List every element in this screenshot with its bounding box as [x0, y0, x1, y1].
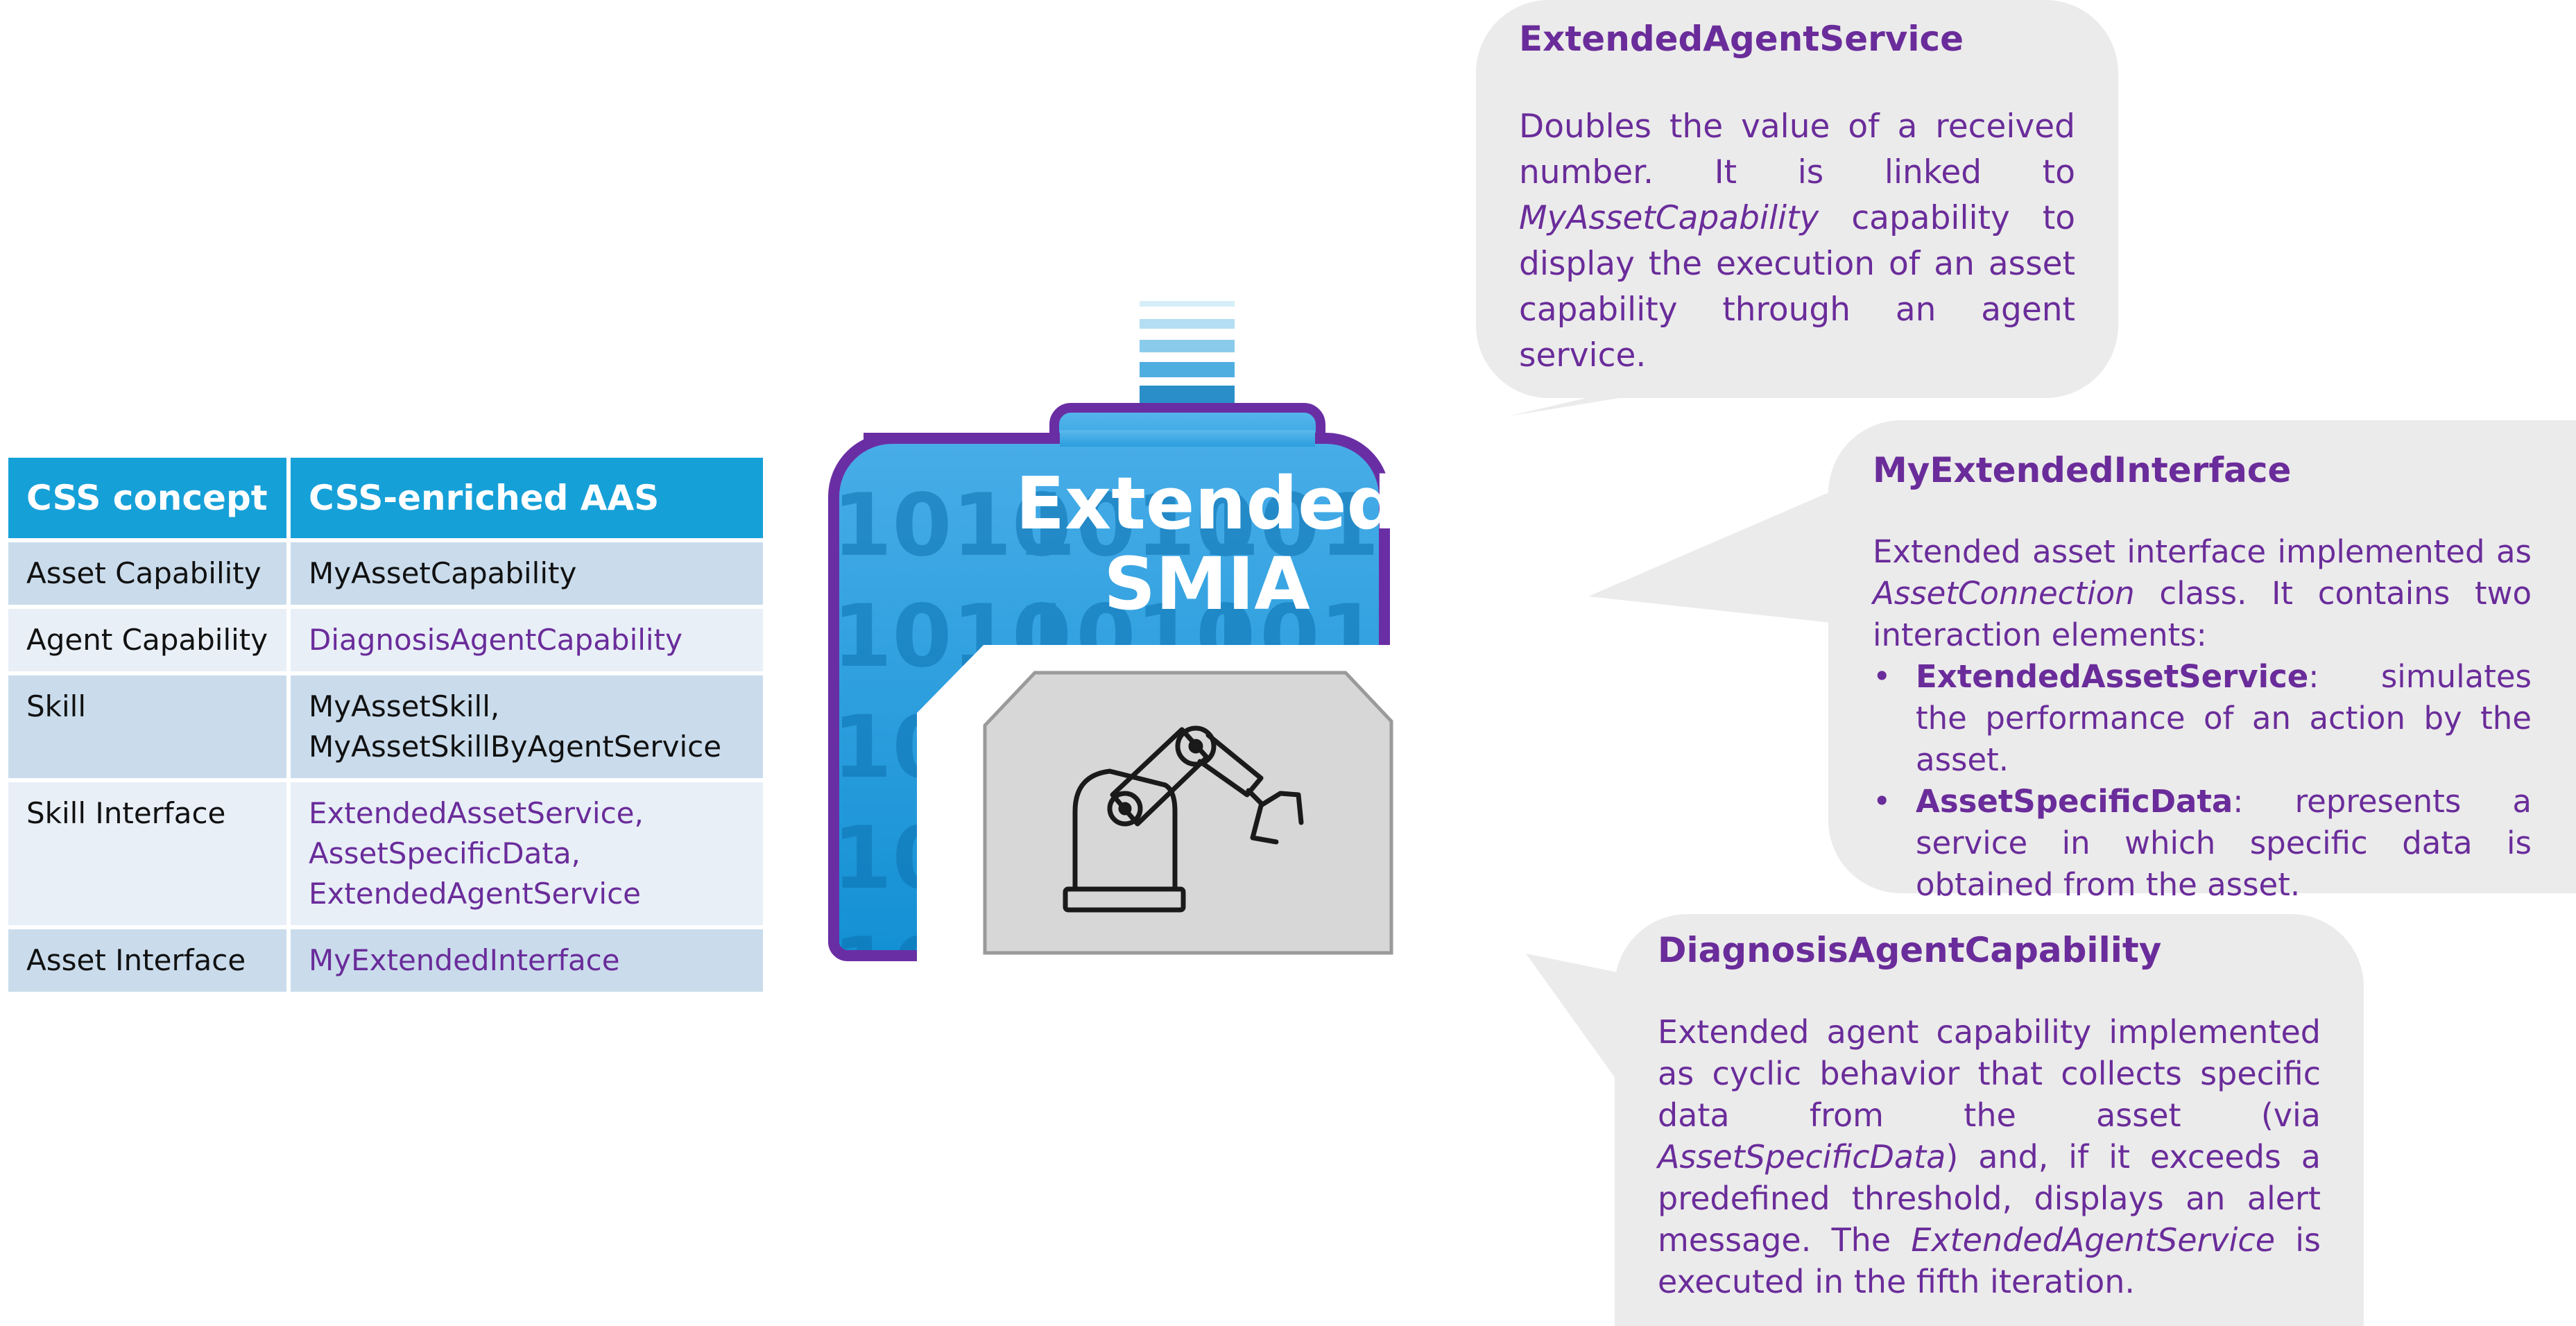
table-cell-concept: Asset Capability — [4, 538, 291, 609]
smia-title: Extended SMIA — [791, 463, 1623, 624]
smia-title-line1: Extended — [1015, 461, 1398, 546]
callout-title: MyExtendedInterface — [1873, 450, 2292, 490]
callout-title: ExtendedAgentService — [1519, 19, 1964, 59]
callout-text-part: Extended agent capability implemented as… — [1658, 1013, 2321, 1134]
cell-line: DiagnosisAgentCapability — [309, 623, 682, 657]
table-cell-concept: Skill — [4, 671, 291, 782]
cell-line: ExtendedAgentService — [309, 877, 642, 911]
interaction-elements-list: ExtendedAssetService: simulates the perf… — [1873, 656, 2532, 906]
callout-text-part: capability to display the execution of a… — [1519, 199, 2075, 374]
css-concept-table: CSS concept CSS-enriched AAS Asset Capab… — [4, 454, 767, 996]
robot-arm-icon — [1063, 725, 1304, 913]
table-cell-concept: Asset Interface — [4, 925, 291, 996]
callout-text: Extended agent capability implemented as… — [1658, 1011, 2321, 1302]
callout-text-em: AssetConnection — [1873, 575, 2135, 612]
table-row: Skill Interface ExtendedAssetService, As… — [4, 778, 767, 929]
callout-diagnosis-agent-capability: DiagnosisAgentCapability Extended agent … — [1615, 914, 2364, 1326]
list-item-term: ExtendedAssetService — [1916, 658, 2309, 695]
table-row: Asset Interface MyExtendedInterface — [4, 925, 767, 996]
table-cell-value: ExtendedAssetService, AssetSpecificData,… — [286, 778, 767, 929]
cell-line: MyExtendedInterface — [309, 943, 620, 977]
callout-text: Extended asset interface implemented as … — [1873, 531, 2532, 656]
callout-text-part: is executed in the fifth iteration. — [1658, 1221, 2321, 1300]
list-item-term: AssetSpecificData — [1916, 783, 2233, 820]
binary-digits: 1010 — [1016, 476, 1255, 576]
table-header-concept: CSS concept — [4, 454, 291, 542]
callout-text-em: MyAssetCapability — [1519, 199, 1819, 237]
callout-text-em: ExtendedAgentService — [1911, 1221, 2276, 1259]
cell-line: MyAssetCapability — [309, 556, 577, 590]
smia-title-line2: SMIA — [1104, 542, 1310, 626]
table-cell-value: MyAssetSkill, MyAssetSkillByAgentService — [286, 671, 767, 782]
callout-text: Doubles the value of a received number. … — [1519, 104, 2075, 379]
callout-text-part: Extended asset interface implemented as — [1873, 533, 2532, 570]
table-row: Agent Capability DiagnosisAgentCapabilit… — [4, 605, 767, 675]
binary-digits: 1010 — [1200, 476, 1439, 576]
table-cell-value: MyAssetCapability — [286, 538, 767, 609]
table-row: Skill MyAssetSkill, MyAssetSkillByAgentS… — [4, 671, 767, 782]
list-item: AssetSpecificData: represents a service … — [1873, 781, 2532, 906]
callout-title: DiagnosisAgentCapability — [1658, 930, 2162, 970]
tab-seam — [1060, 430, 1315, 447]
list-item: ExtendedAssetService: simulates the perf… — [1873, 656, 2532, 781]
callout-text-part: Doubles the value of a received number. … — [1519, 107, 2075, 191]
table-cell-value: DiagnosisAgentCapability — [286, 605, 767, 675]
table-row: Asset Capability MyAssetCapability — [4, 538, 767, 609]
callout-text-em: AssetSpecificData — [1658, 1138, 1946, 1176]
callout-extended-agent-service: ExtendedAgentService Doubles the value o… — [1476, 0, 2118, 398]
callout-my-extended-interface: MyExtendedInterface Extended asset inter… — [1828, 420, 2576, 903]
table-cell-concept: Skill Interface — [4, 778, 291, 929]
cell-line: MyAssetSkill, — [309, 689, 500, 723]
cell-line: MyAssetSkillByAgentService — [309, 730, 722, 764]
binary-digits: 1010 — [832, 476, 1072, 576]
table-cell-concept: Agent Capability — [4, 605, 291, 675]
callout-text-part: class. It contains two interaction eleme… — [1873, 575, 2532, 653]
table-cell-value: MyExtendedInterface — [286, 925, 767, 996]
asset-box — [983, 671, 1393, 955]
callout-pointer — [1588, 485, 1845, 624]
table-header-row: CSS concept CSS-enriched AAS — [4, 454, 767, 542]
list-item-desc: : simulates the performance of an action… — [1916, 658, 2532, 778]
table-header-aas: CSS-enriched AAS — [286, 454, 767, 542]
list-item-desc: : represents a service in which specific… — [1916, 783, 2532, 903]
cell-line: ExtendedAssetService, — [309, 796, 644, 830]
callout-text-part: ) and, if it exceeds a predefined thresh… — [1658, 1138, 2321, 1259]
cell-line: AssetSpecificData, — [309, 836, 581, 870]
